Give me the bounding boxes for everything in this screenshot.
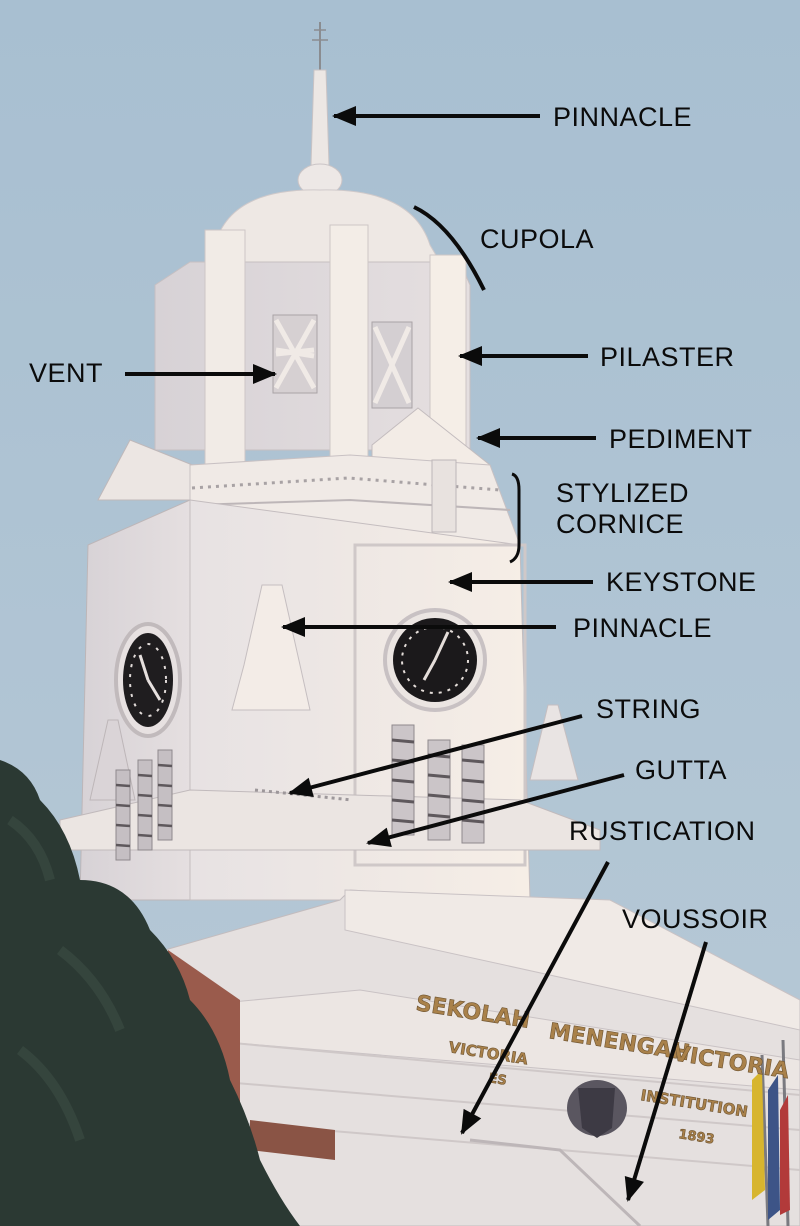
cornice-moulding bbox=[191, 498, 511, 511]
clock-tower bbox=[59, 22, 601, 901]
belfry-pilaster-mid bbox=[329, 224, 369, 466]
arrow-rustication bbox=[460, 861, 610, 1135]
label-vent: VENT bbox=[29, 358, 104, 388]
label-voussoir: VOUSSOIR bbox=[622, 904, 769, 934]
keystone-block bbox=[431, 459, 457, 533]
bracket-stylized-cornice bbox=[509, 472, 521, 564]
shaft-recess-frame bbox=[353, 543, 527, 867]
clock-face-front bbox=[383, 608, 487, 712]
sign-line3-right: 1893 bbox=[677, 1127, 715, 1147]
vent-left bbox=[272, 314, 318, 394]
tree-foliage-texture bbox=[7, 815, 125, 1142]
label-pinnacle-top: PINNACLE bbox=[553, 102, 693, 132]
cupola-dome bbox=[204, 189, 441, 263]
side-pinnacle-front bbox=[231, 584, 311, 711]
label-stylized-cornice: STYLIZED CORNICE bbox=[556, 478, 689, 540]
arrow-string bbox=[288, 714, 583, 798]
label-string: STRING bbox=[596, 694, 702, 724]
label-gutta: GUTTA bbox=[635, 755, 727, 785]
label-pediment: PEDIMENT bbox=[609, 424, 753, 454]
label-rustication: RUSTICATION bbox=[569, 816, 756, 846]
louvre-left bbox=[115, 749, 173, 861]
label-pilaster: PILASTER bbox=[600, 342, 735, 372]
spire bbox=[310, 69, 330, 166]
weather-vane bbox=[312, 29, 328, 41]
label-pinnacle-mid: PINNACLE bbox=[573, 613, 713, 643]
flag-red bbox=[780, 1095, 790, 1215]
annotation-arrows bbox=[125, 106, 708, 1202]
arrow-voussoir bbox=[624, 941, 708, 1202]
arrow-gutta bbox=[366, 773, 625, 848]
string-course-dentils bbox=[254, 788, 353, 802]
belfry-pilaster-left bbox=[204, 229, 246, 466]
clock-face-left bbox=[114, 622, 182, 738]
label-stylized-cornice-line2: CORNICE bbox=[556, 509, 685, 539]
school-crest bbox=[567, 1080, 627, 1138]
flag-blue bbox=[768, 1075, 780, 1220]
label-stylized-cornice-line1: STYLIZED bbox=[556, 478, 690, 508]
flag-yellow bbox=[752, 1070, 765, 1200]
vent-right bbox=[371, 321, 413, 409]
side-pinnacle-right bbox=[529, 704, 579, 781]
flagpole-1 bbox=[760, 1054, 770, 1226]
tree bbox=[0, 760, 300, 1226]
label-cupola: CUPOLA bbox=[480, 224, 595, 254]
parapet bbox=[344, 889, 800, 1031]
voussoir-arch bbox=[469, 1138, 642, 1226]
label-keystone: KEYSTONE bbox=[606, 567, 757, 597]
louvre-front bbox=[391, 724, 485, 844]
eave bbox=[250, 1120, 335, 1160]
bracket-cupola bbox=[413, 205, 486, 291]
